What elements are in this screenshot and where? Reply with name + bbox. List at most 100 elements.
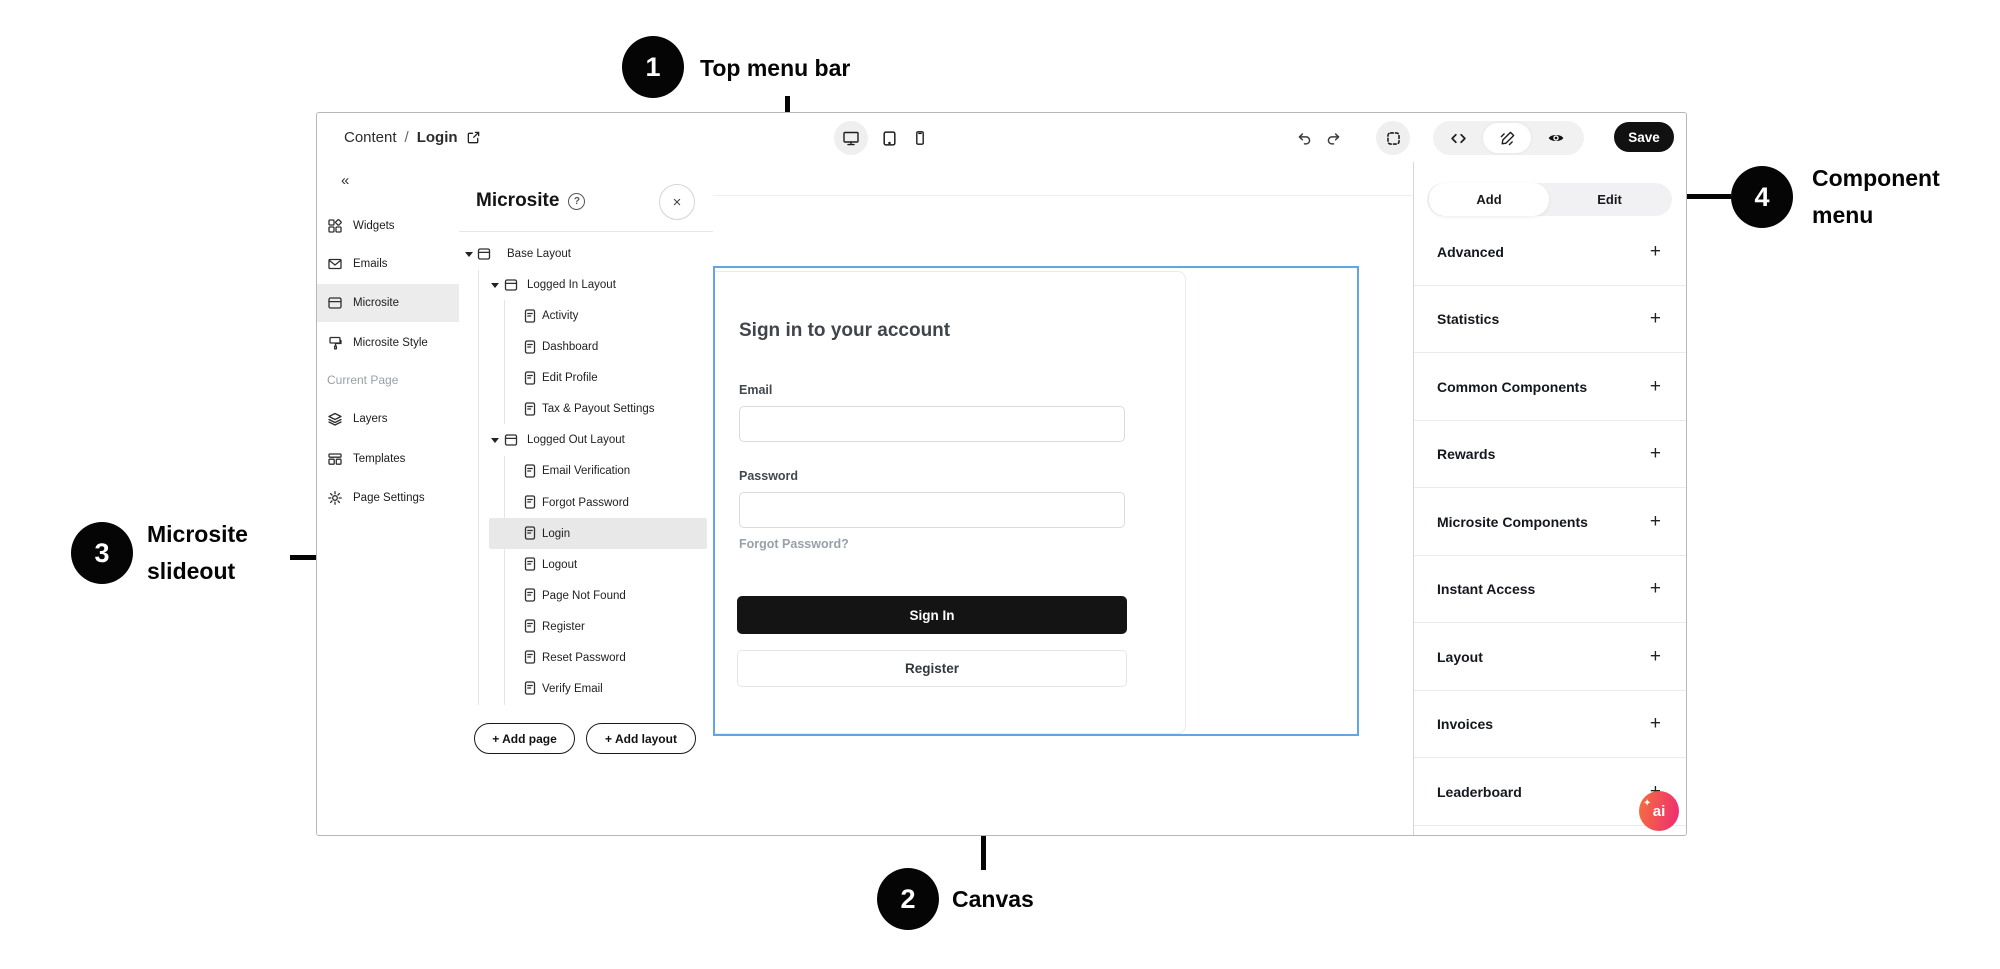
add-layout-button[interactable]: + Add layout — [586, 723, 696, 754]
sidebar-section-label: Current Page — [327, 373, 399, 387]
preview-view-button[interactable] — [1531, 121, 1581, 155]
section-layout[interactable]: Layout+ — [1414, 624, 1686, 691]
sidebar-item-page-settings[interactable]: Page Settings — [317, 479, 459, 517]
breadcrumb-separator: / — [404, 129, 409, 146]
canvas-header-divider — [713, 195, 1413, 196]
tree-node-dashboard[interactable]: Dashboard — [459, 332, 713, 363]
tree-node-page-not-found[interactable]: Page Not Found — [459, 580, 713, 611]
sidebar-item-emails[interactable]: Emails — [317, 245, 459, 283]
section-advanced[interactable]: Advanced+ — [1414, 219, 1686, 286]
section-invoices[interactable]: Invoices+ — [1414, 691, 1686, 758]
section-label: Rewards — [1437, 446, 1496, 462]
sidebar-item-layers[interactable]: Layers — [317, 400, 459, 438]
tree-guide-level1 — [478, 270, 479, 705]
tree-node-base-layout[interactable]: Base Layout — [459, 239, 713, 270]
page-node-icon — [522, 556, 538, 572]
tree-node-edit-profile[interactable]: Edit Profile — [459, 363, 713, 394]
section-common-components[interactable]: Common Components+ — [1414, 354, 1686, 421]
external-link-icon[interactable] — [466, 130, 481, 145]
forgot-password-link[interactable]: Forgot Password? — [739, 537, 849, 551]
annotation-1-label: Top menu bar — [700, 55, 851, 81]
password-field[interactable] — [739, 492, 1125, 528]
tree-node-label: Base Layout — [507, 248, 571, 260]
layout-node-icon — [476, 246, 492, 262]
settings-icon — [327, 490, 343, 506]
section-label: Layout — [1437, 648, 1483, 665]
tree-node-label: Activity — [542, 310, 579, 323]
tree-node-reset-password[interactable]: Reset Password — [459, 642, 713, 673]
chevron-down-icon[interactable] — [491, 282, 499, 288]
section-microsite-components[interactable]: Microsite Components+ — [1414, 489, 1686, 556]
tab-add[interactable]: Add — [1429, 183, 1549, 216]
sign-in-button[interactable]: Sign In — [737, 596, 1127, 634]
code-view-button[interactable] — [1433, 121, 1483, 155]
tree-node-logout[interactable]: Logout — [459, 549, 713, 580]
tree-node-logged-out-layout[interactable]: Logged Out Layout — [459, 425, 713, 456]
tree-node-label: Dashboard — [542, 341, 599, 354]
page-node-icon — [522, 401, 538, 417]
undo-button[interactable] — [1295, 129, 1313, 147]
annotation-3-label: Microsite slideout — [147, 521, 248, 584]
section-label: Invoices — [1437, 716, 1494, 732]
desktop-preview-button[interactable] — [834, 121, 868, 155]
email-field[interactable] — [739, 406, 1125, 442]
page-node-icon — [522, 618, 538, 634]
annotation-3-badge: 3 — [71, 522, 133, 584]
tree-node-email-verification[interactable]: Email Verification — [459, 456, 713, 487]
tree-node-login[interactable]: Login — [459, 518, 713, 550]
breadcrumb-section[interactable]: Content — [344, 129, 397, 146]
design-view-button[interactable] — [1483, 123, 1531, 153]
focus-frame-button[interactable] — [1376, 121, 1410, 155]
widgets-icon — [327, 218, 343, 234]
page-node-icon — [522, 308, 538, 324]
collapse-sidebar-button[interactable]: « — [341, 172, 350, 189]
close-slideout-button[interactable]: × — [659, 184, 695, 220]
sidebar-item-widgets[interactable]: Widgets — [317, 207, 459, 245]
canvas: Sign in to your account Email Password F… — [713, 162, 1413, 835]
chevron-down-icon[interactable] — [465, 251, 473, 257]
page-node-icon — [522, 649, 538, 665]
tree-node-verify-email[interactable]: Verify Email — [459, 673, 713, 704]
annotation-4-label: Component menu — [1812, 165, 1940, 228]
section-rewards[interactable]: Rewards + — [1414, 421, 1686, 488]
section-statistics[interactable]: Statistics+ — [1414, 286, 1686, 353]
tablet-icon — [881, 130, 898, 147]
tree-node-tax-payout-settings[interactable]: Tax & Payout Settings — [459, 394, 713, 425]
tree-node-activity[interactable]: Activity — [459, 301, 713, 332]
register-button[interactable]: Register — [737, 650, 1127, 687]
tab-edit[interactable]: Edit — [1597, 192, 1622, 207]
tree-node-label: Verify Email — [542, 682, 603, 695]
layout-node-icon — [503, 277, 519, 293]
tree-node-logged-in-layout[interactable]: Logged In Layout — [459, 270, 713, 301]
sidebar-item-microsite[interactable]: Microsite — [317, 284, 459, 322]
sidebar-item-label: Emails — [353, 258, 388, 270]
code-icon — [1450, 130, 1467, 147]
email-label: Email — [739, 383, 773, 397]
mobile-icon — [912, 130, 928, 146]
sidebar-item-label: Page Settings — [353, 492, 425, 504]
plus-icon: + — [1649, 443, 1661, 464]
section-instant-access[interactable]: Instant Access+ — [1414, 556, 1686, 623]
help-icon[interactable]: ? — [568, 192, 586, 210]
tree-node-label: Reset Password — [542, 651, 626, 664]
add-page-button[interactable]: + Add page — [474, 723, 575, 754]
plus-icon: + — [1649, 308, 1661, 329]
annotation-4-badge: 4 — [1731, 166, 1793, 228]
ai-assistant-button[interactable]: ✦ ai — [1639, 791, 1679, 831]
tablet-preview-button[interactable] — [872, 121, 906, 155]
redo-button[interactable] — [1324, 129, 1342, 147]
breadcrumb-page-title: Login — [416, 129, 458, 146]
sidebar-item-label: Microsite — [353, 297, 400, 309]
save-button[interactable]: Save — [1614, 122, 1674, 152]
sidebar-item-microsite-style[interactable]: Microsite Style — [317, 324, 459, 362]
tree-guide-logged-out — [504, 456, 505, 705]
ai-badge-label: ai — [1652, 802, 1666, 820]
tree-guide-logged-in — [504, 300, 505, 424]
page-node-icon — [522, 370, 538, 386]
tree-node-register[interactable]: Register — [459, 611, 713, 642]
mobile-preview-button[interactable] — [903, 121, 937, 155]
tree-node-forgot-password[interactable]: Forgot Password — [459, 487, 713, 518]
sidebar-item-templates[interactable]: Templates — [317, 440, 459, 478]
page-node-icon — [522, 339, 538, 355]
chevron-down-icon[interactable] — [491, 437, 499, 443]
